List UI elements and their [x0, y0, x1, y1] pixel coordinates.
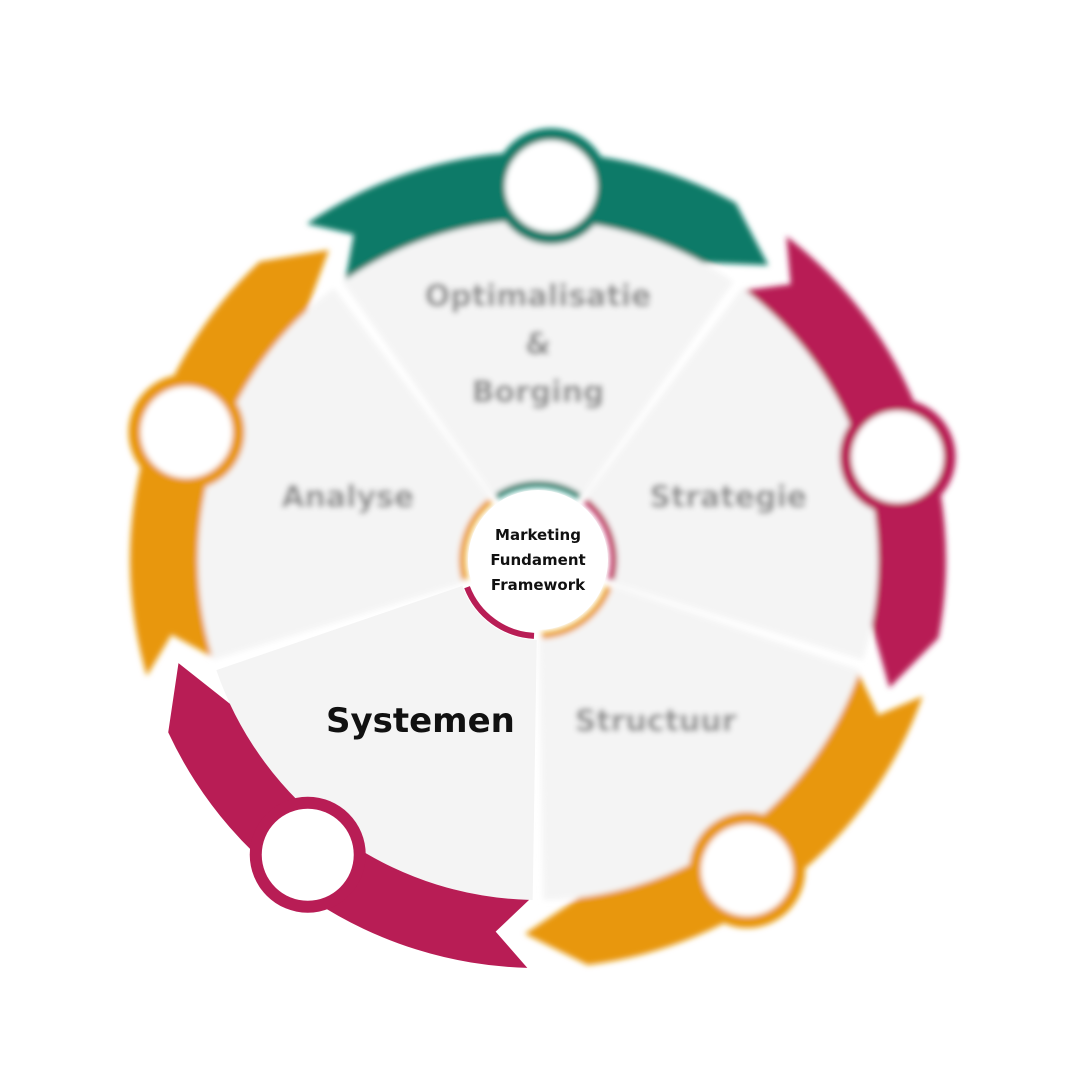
segment-strategie-label-line: Strategie — [649, 480, 807, 515]
segment-systemen-label: Systemen — [326, 700, 515, 740]
segment-analyse-inner-arc — [459, 498, 493, 581]
segment-strategie-label: Strategie — [649, 480, 807, 515]
center-title-line: Marketing — [495, 526, 581, 544]
segment-systemen-arrow — [168, 663, 530, 968]
segment-optimalisatie-wedge — [342, 220, 734, 495]
segment-structuur-inner-arc — [541, 586, 612, 639]
segment-optimalisatie-node — [505, 140, 598, 233]
segment-systemen-node — [261, 808, 354, 901]
segment-systemen-wedge — [216, 585, 537, 900]
segment-optimalisatie-label: Optimalisatie & Borging — [425, 279, 652, 410]
segment-analyse-wedge — [197, 288, 490, 660]
center-title-line: Fundament — [490, 551, 585, 569]
segment-structuur-arrow — [524, 673, 923, 965]
segment-systemen-label-line: Systemen — [326, 700, 515, 740]
center-circle — [468, 490, 608, 630]
segment-analyse-label: Analyse — [281, 480, 414, 515]
segment-optimalisatie-label-line: & — [525, 327, 551, 362]
segment-optimalisatie-inner-arc — [494, 481, 582, 499]
segment-analyse-label-line: Analyse — [281, 480, 414, 515]
segment-strategie-node — [851, 410, 944, 503]
segment-analyse-node — [140, 386, 233, 479]
segment-structuur-label: Structuur — [575, 703, 737, 738]
segment-strategie-inner-arc — [583, 498, 617, 581]
segment-structuur-label-line: Structuur — [575, 703, 737, 738]
center-title-line: Framework — [491, 576, 586, 594]
segment-structuur-node — [701, 824, 794, 917]
segment-optimalisatie-label-line: Optimalisatie — [425, 279, 652, 314]
segment-structuur-wedge — [539, 585, 860, 900]
segment-analyse-arrow — [130, 249, 329, 676]
segment-optimalisatie-label-line: Borging — [472, 375, 605, 410]
segment-strategie-wedge — [586, 288, 878, 660]
segment-systemen-inner-arc — [464, 586, 535, 639]
segment-strategie-arrow — [744, 236, 947, 688]
